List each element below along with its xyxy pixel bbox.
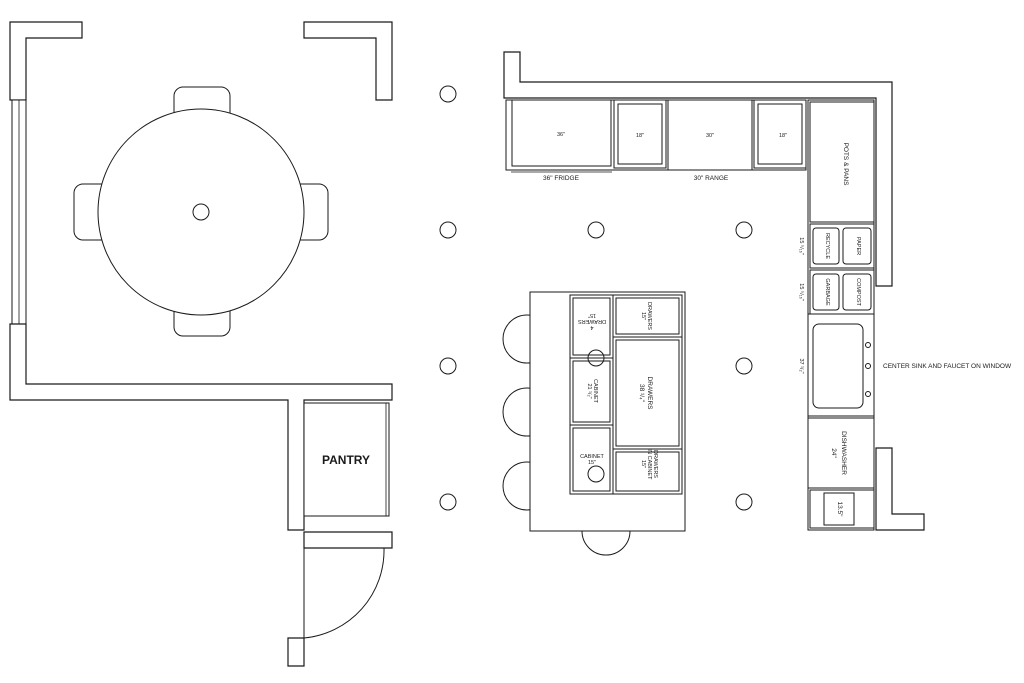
range — [667, 99, 753, 171]
fridge — [511, 99, 612, 167]
svg-text:18": 18" — [636, 133, 644, 139]
svg-text:4: 4 — [590, 324, 593, 330]
svg-text:CABINET: CABINET — [580, 454, 604, 460]
faucet-knob — [865, 391, 871, 397]
svg-text:GARBAGE: GARBAGE — [824, 278, 830, 306]
svg-text:21 ¹/₂": 21 ¹/₂" — [586, 383, 592, 398]
svg-text:15": 15" — [588, 460, 596, 466]
light — [439, 85, 457, 103]
svg-text:36": 36" — [557, 132, 565, 138]
svg-text:CABINET: CABINET — [592, 379, 598, 403]
svg-text:DRAWERS: DRAWERS — [646, 377, 653, 411]
garbage-bin — [812, 273, 840, 311]
svg-text:13.5": 13.5" — [836, 502, 843, 518]
pots-pans-cabinet — [809, 101, 875, 223]
door-swing — [303, 547, 392, 639]
pantry: PANTRY — [303, 402, 390, 517]
light — [587, 465, 605, 483]
light — [587, 349, 605, 367]
svg-text:15 ⁵/₁₆": 15 ⁵/₁₆" — [798, 237, 805, 255]
svg-text:RECYCLE: RECYCLE — [824, 233, 830, 259]
kitchen-island: 4 DRAWERS 15" CABINET 21 ¹/₂" CABINET 15… — [502, 291, 686, 556]
svg-text:30": 30" — [706, 133, 714, 139]
faucet-knob — [865, 342, 871, 348]
dining-set — [73, 86, 329, 337]
svg-text:POTS & PANS: POTS & PANS — [842, 143, 849, 187]
svg-text:38 ¹/₄": 38 ¹/₄" — [638, 384, 645, 403]
svg-text:15": 15" — [640, 312, 646, 320]
svg-text:37 ¹/₂": 37 ¹/₂" — [798, 358, 804, 373]
paper-bin — [842, 227, 872, 265]
svg-text:COMPOST: COMPOST — [855, 278, 861, 306]
light — [735, 221, 753, 239]
light — [439, 221, 457, 239]
range-label: 30" RANGE — [694, 175, 729, 182]
dishwasher — [807, 417, 875, 489]
recycle-bin — [812, 227, 840, 265]
fridge-label: 36" FRIDGE — [543, 175, 580, 182]
svg-text:DRAWERS: DRAWERS — [646, 302, 652, 330]
kitchen-walls — [503, 51, 925, 531]
light — [735, 357, 753, 375]
svg-text:15": 15" — [640, 460, 646, 468]
svg-text:24": 24" — [830, 448, 837, 458]
svg-text:DRAWERS: DRAWERS — [578, 318, 606, 324]
light — [587, 221, 605, 239]
compost-bin — [842, 273, 872, 311]
svg-text:18": 18" — [779, 133, 787, 139]
svg-text:15 ⁵/₁₆": 15 ⁵/₁₆" — [798, 283, 805, 301]
sink-note: CENTER SINK AND FAUCET ON WINDOW — [883, 363, 1012, 370]
ceiling-lights — [439, 85, 753, 511]
right-cabinet-run: POTS & PANS RECYCLE PAPER 15 ⁵/₁₆" GARBA… — [798, 99, 1012, 531]
faucet — [865, 363, 871, 369]
svg-text:IN CABINET: IN CABINET — [646, 449, 652, 481]
light — [439, 357, 457, 375]
top-cabinet-run: 36" 36" FRIDGE 18" 30" 30" RANGE 18" — [505, 99, 807, 182]
svg-text:15": 15" — [588, 312, 596, 318]
table-center — [192, 203, 210, 221]
svg-text:DISHWASHER: DISHWASHER — [840, 431, 847, 475]
sink — [812, 323, 864, 409]
pantry-label: PANTRY — [322, 453, 370, 467]
svg-text:PAPER: PAPER — [855, 237, 861, 255]
svg-text:DRAWERS: DRAWERS — [652, 450, 658, 478]
light — [735, 493, 753, 511]
light — [439, 493, 457, 511]
